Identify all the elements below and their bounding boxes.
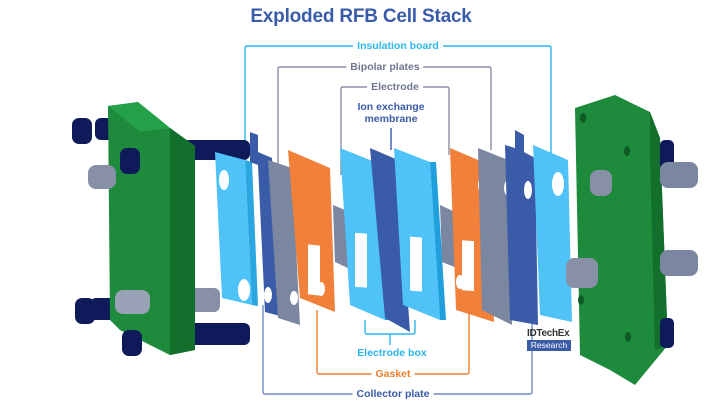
label-collector-plate: Collector plate [352,388,434,400]
left-bipolar-plate [268,160,300,325]
label-electrode-box: Electrode box [353,347,431,359]
electrode-box-bracket [364,320,416,345]
right-electrode-box [394,148,446,320]
diagram-title: Exploded RFB Cell Stack [250,6,472,27]
label-ion-line1: Ion exchange [357,101,425,113]
right-end-plate [575,95,668,385]
left-insulation-board [215,152,258,306]
label-ion-exchange-membrane: Ion exchange membrane [353,101,428,125]
label-bipolar-plates: Bipolar plates [346,61,424,73]
right-bolts [566,140,698,348]
left-end-plate [108,102,195,355]
label-electrode: Electrode [367,81,423,93]
label-ion-line2: membrane [364,113,418,125]
right-collector-plate [505,130,538,325]
label-insulation-board: Insulation board [353,40,443,52]
idtechex-logo: IDTechEx Research [527,328,571,351]
logo-sub: Research [527,340,571,351]
left-gasket [288,150,335,312]
right-insulation-board [533,145,572,322]
left-bolt-heads [72,118,150,356]
logo-name: IDTechEx [527,328,570,339]
label-gasket: Gasket [371,368,415,380]
